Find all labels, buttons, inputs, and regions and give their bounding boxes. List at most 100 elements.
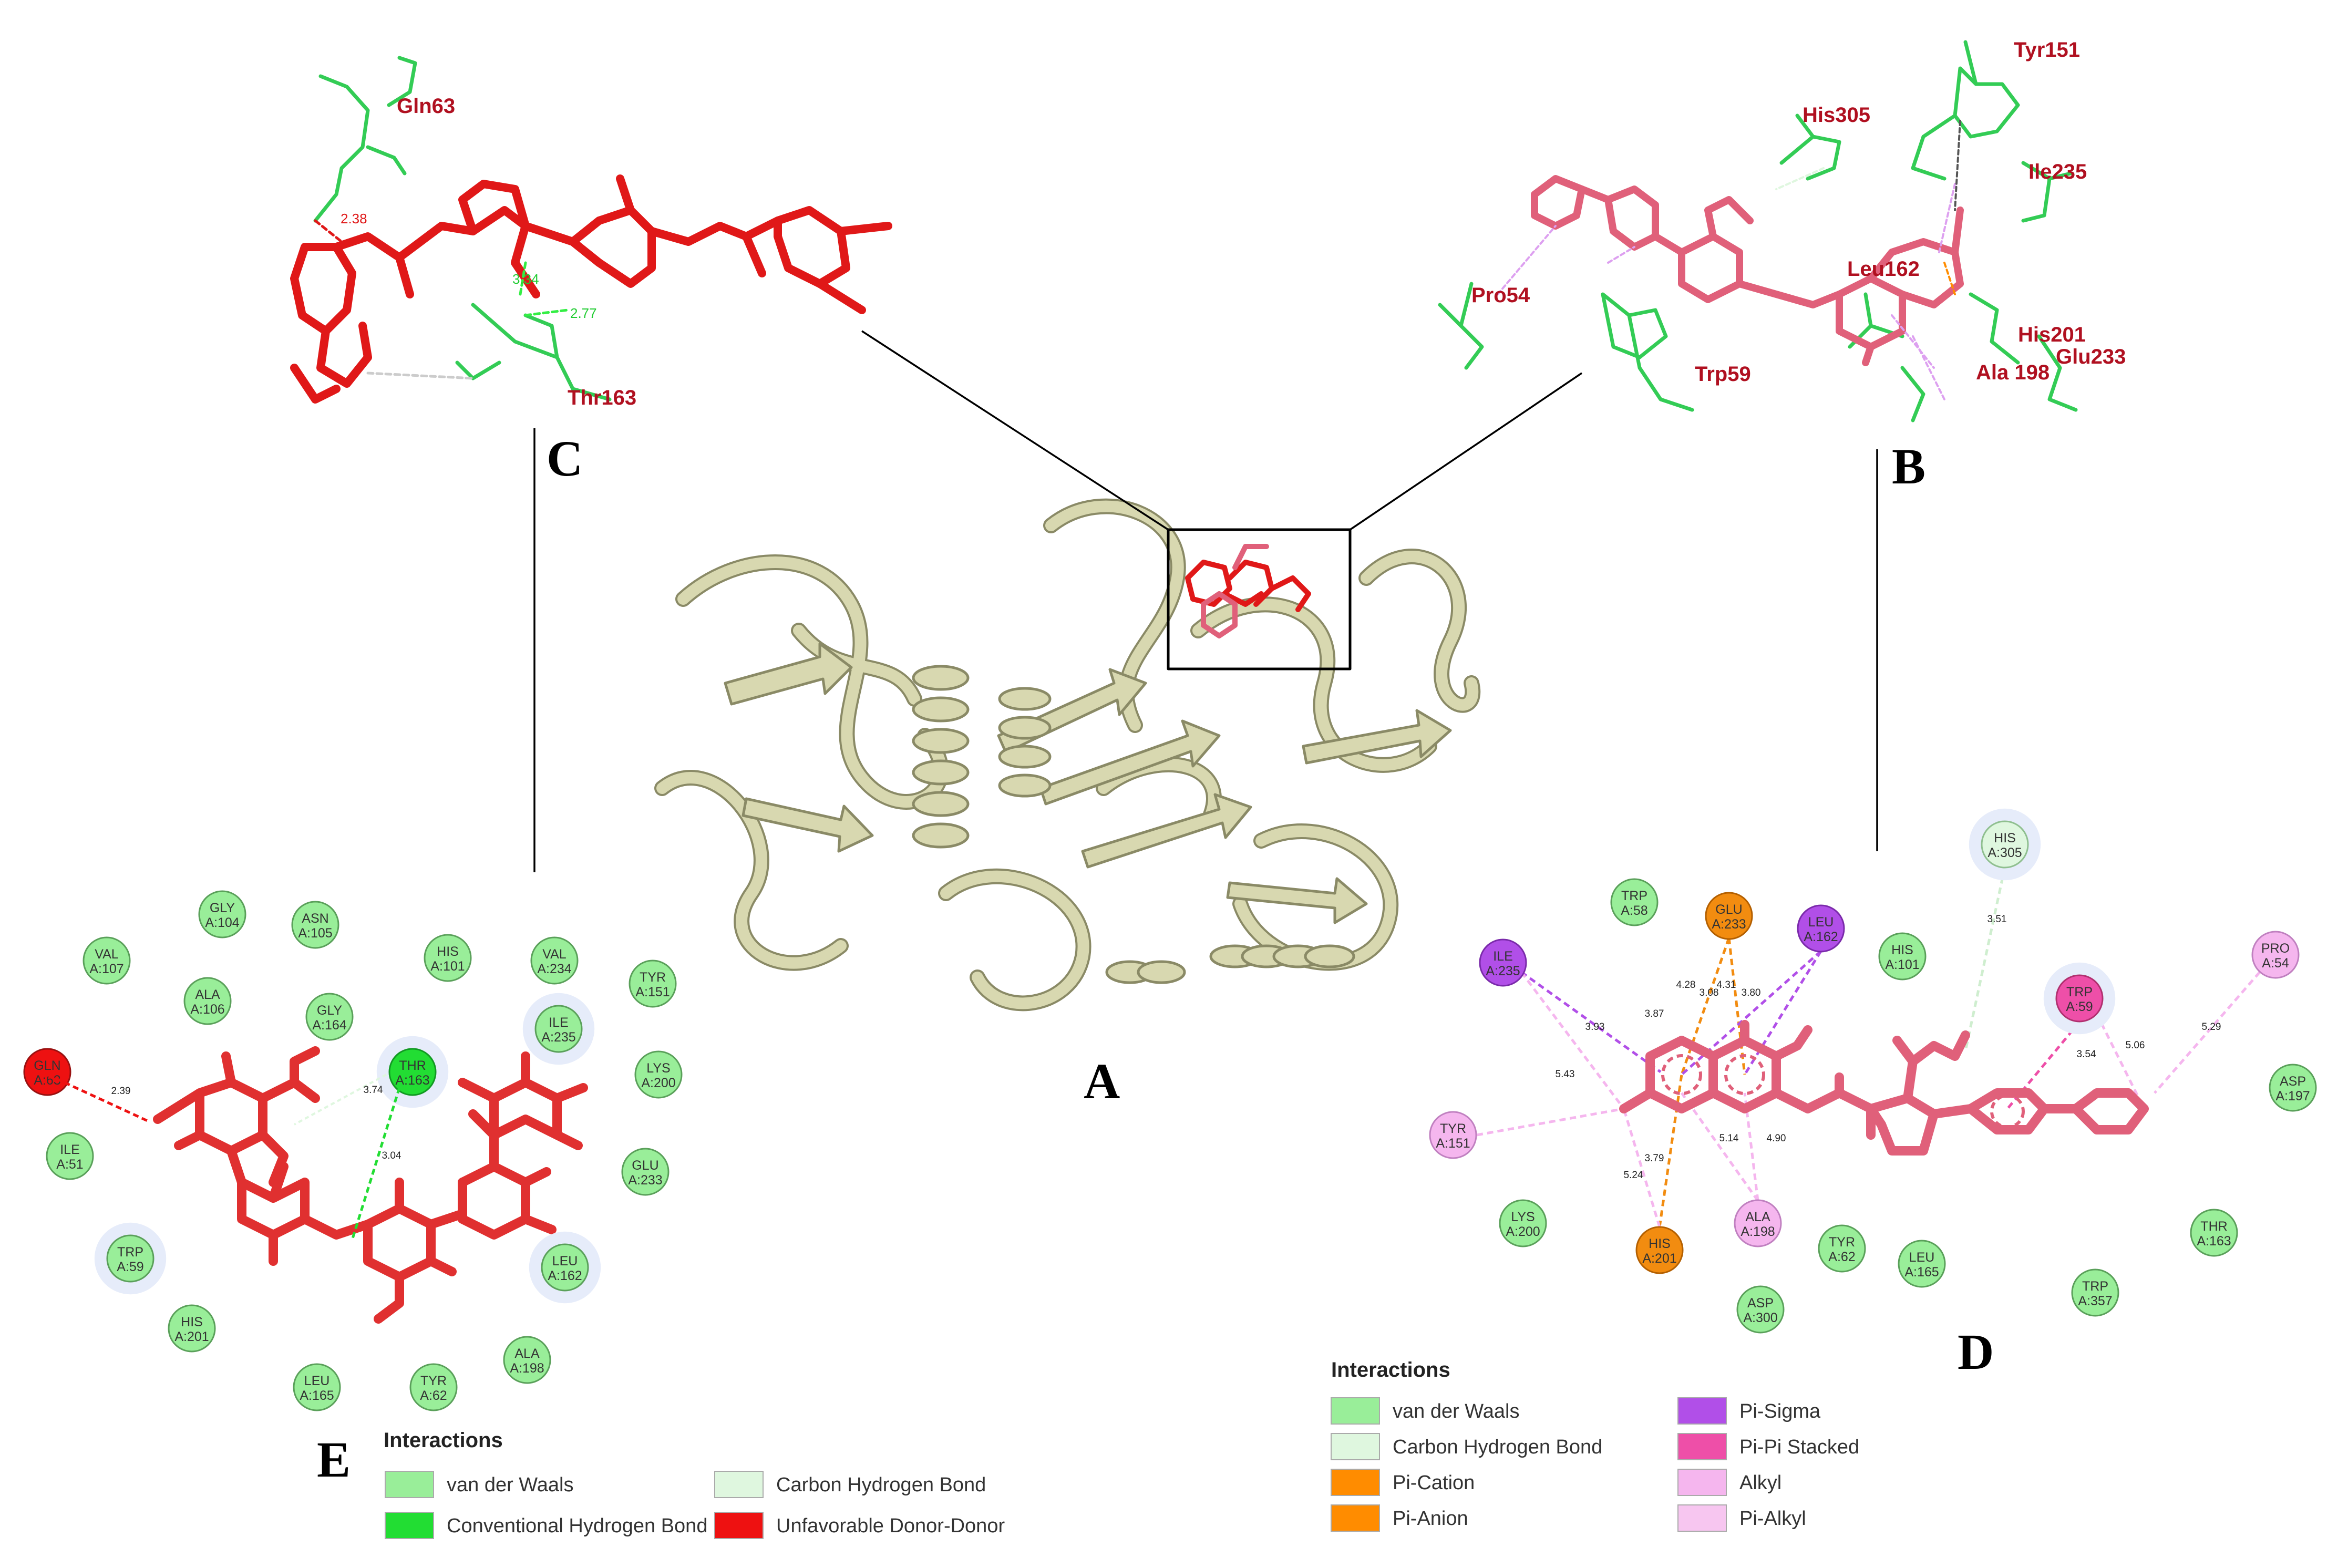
panel-c-distance: 3.34 <box>512 271 539 287</box>
residue-circle <box>424 934 472 982</box>
legend-swatch <box>714 1512 764 1539</box>
legend-swatch <box>1677 1433 1727 1460</box>
legend-label: Carbon Hydrogen Bond <box>1393 1436 1602 1458</box>
residue-circle <box>1499 1199 1547 1247</box>
residue-circle <box>83 936 131 985</box>
residue-number: A:106 <box>190 1002 224 1017</box>
residue-number: A:151 <box>635 985 670 999</box>
residue-number: A:107 <box>89 962 123 976</box>
panel-d-distance: 3.79 <box>1645 1153 1664 1164</box>
residue-name: HIS <box>1891 943 1913 957</box>
interaction-line <box>1658 1074 1683 1227</box>
panel-d-distance: 5.24 <box>1624 1170 1643 1181</box>
legend-item: van der Waals <box>385 1471 573 1498</box>
residue-circle <box>1981 820 2029 869</box>
panel-letter-b: B <box>1892 438 1925 494</box>
residue-circle <box>183 977 232 1025</box>
legend-item: Pi-Anion <box>1331 1504 1468 1532</box>
panel-d-interaction-lines <box>1476 866 2261 1227</box>
residue-circle <box>1610 878 1659 926</box>
interaction-line <box>1520 971 1625 1110</box>
legend-swatch <box>1677 1397 1727 1425</box>
legend-swatch <box>385 1471 434 1498</box>
residue-number: A:163 <box>2197 1234 2231 1249</box>
panel-d-distance: 3.54 <box>2077 1049 2096 1060</box>
residue-circle <box>305 993 354 1041</box>
interaction-line <box>2154 971 2261 1094</box>
residue-name: ALA <box>514 1346 540 1361</box>
residue-circle <box>530 936 579 985</box>
panel-d-distance: 3.93 <box>1585 1022 1605 1033</box>
residue-number: A:58 <box>1621 903 1647 918</box>
residue-number: A:235 <box>1486 964 1520 978</box>
panel-c-residue-label: Gln63 <box>397 95 455 118</box>
panel-letter-c: C <box>547 430 583 487</box>
residue-name: PRO <box>2261 941 2290 956</box>
residue-name: HIS <box>1994 831 2016 845</box>
panel-b-residue-label: Pro54 <box>1471 284 1530 307</box>
panel-d-distance: 3.87 <box>1645 1008 1664 1019</box>
legend-label: Pi-Anion <box>1393 1508 1468 1530</box>
legend-item: Pi-Alkyl <box>1677 1504 1806 1532</box>
residue-circle <box>2251 931 2300 979</box>
residue-name: ILE <box>1493 949 1513 964</box>
residue-name: ALA <box>195 987 220 1002</box>
residue-number: A:151 <box>1436 1136 1470 1151</box>
residue-circle <box>1797 904 1845 953</box>
residue-name: LEU <box>552 1254 578 1268</box>
residue-name: LYS <box>1511 1210 1535 1224</box>
residue-number: A:51 <box>56 1157 83 1172</box>
residue-number: A:201 <box>174 1329 209 1344</box>
residue-circle <box>1429 1111 1477 1159</box>
residue-name: TYR <box>1440 1121 1466 1136</box>
legend-label: Pi-Sigma <box>1739 1400 1821 1422</box>
residue-name: GLU <box>1715 902 1742 917</box>
residue-name: ASP <box>1747 1296 1774 1311</box>
panel-b-residue-label: Glu233 <box>2056 345 2126 368</box>
panel-e-distance: 2.39 <box>111 1086 131 1097</box>
residue-number: A:200 <box>641 1076 675 1090</box>
panel-b-residue-label: His201 <box>2018 323 2086 346</box>
panel-d-distance: 5.29 <box>2202 1022 2221 1033</box>
residue-circle <box>168 1304 216 1353</box>
residue-circle <box>2190 1209 2238 1257</box>
panel-b-residue-label: Tyr151 <box>2014 38 2080 61</box>
residue-circle <box>634 1050 683 1099</box>
residue-circle <box>1818 1224 1866 1273</box>
residue-number: A:59 <box>117 1260 143 1274</box>
legend-label: van der Waals <box>447 1474 573 1496</box>
legend-swatch <box>1331 1469 1380 1496</box>
residue-number: A:300 <box>1743 1311 1777 1325</box>
interaction-line <box>1743 950 1822 1076</box>
interaction-line <box>1743 1092 1759 1201</box>
residue-name: LYS <box>646 1061 670 1076</box>
legend-swatch <box>1331 1504 1380 1532</box>
residue-name: THR <box>399 1058 426 1073</box>
legend-item: Carbon Hydrogen Bond <box>714 1471 986 1498</box>
residue-circle <box>46 1132 94 1180</box>
residue-number: A:59 <box>2066 999 2093 1014</box>
residue-number: A:62 <box>1828 1250 1855 1264</box>
residue-circle <box>541 1243 589 1292</box>
panel-c-distance: 2.77 <box>570 305 597 321</box>
residue-number: A:162 <box>1804 930 1838 944</box>
